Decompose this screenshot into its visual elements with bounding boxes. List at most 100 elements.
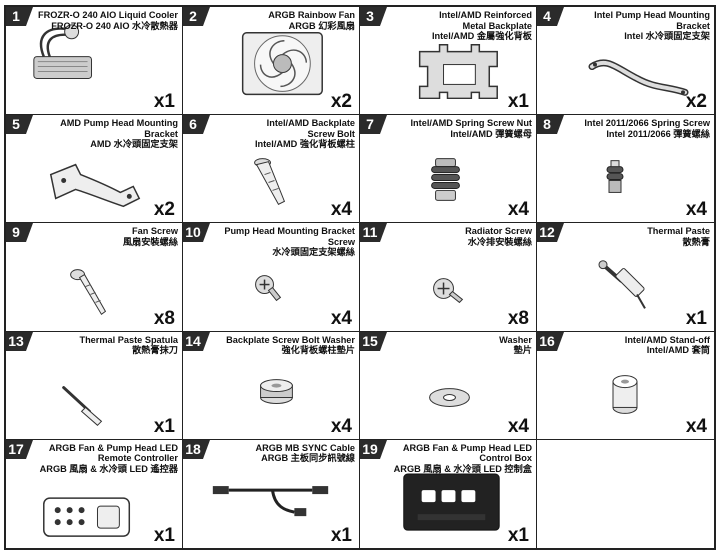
part-label-line: Fan Screw	[132, 226, 178, 237]
quantity-label: x2	[330, 91, 352, 113]
radiator-icon	[33, 24, 93, 79]
part-label-line: 散熱膏抹刀	[132, 345, 178, 356]
part-label-line: Thermal Paste	[647, 226, 710, 237]
quantity-label: x8	[153, 307, 175, 329]
part-label-line: Intel 水冷頭固定支架	[624, 31, 710, 41]
sync-cable-icon	[212, 485, 329, 516]
part-label-line: AMD 水冷頭固定支架	[90, 139, 178, 150]
quantity-label: x4	[685, 415, 707, 437]
part-label-line: Radiator Screw	[465, 226, 532, 237]
item-number-badge: 8	[537, 115, 564, 135]
amd-bracket-icon	[49, 163, 141, 208]
item-number-badge: 16	[537, 331, 564, 351]
standoff-icon	[612, 374, 638, 414]
fan-screw-icon	[70, 269, 107, 316]
item-number-badge: 4	[537, 7, 564, 26]
item-number-badge: 13	[6, 331, 33, 351]
part-label-line: ARGB 主板同步訊號線	[261, 453, 355, 464]
quantity-label: x1	[153, 524, 175, 546]
item-number-badge: 1	[6, 7, 33, 26]
item-number-badge: 6	[183, 115, 210, 135]
quantity-label: x1	[153, 91, 175, 113]
part-label-line: 水冷排安裝螺絲	[467, 236, 532, 247]
quantity-label: x1	[507, 91, 529, 113]
item-number-badge: 18	[183, 439, 210, 459]
part-label-line: 強化背板螺柱墊片	[281, 345, 356, 356]
item-number-badge: 14	[183, 331, 210, 351]
spring-screw-icon	[606, 160, 624, 194]
part-label-line: Intel/AMD 金屬強化背板	[431, 31, 532, 41]
part-label-line: Intel/AMD 強化背板螺柱	[254, 139, 355, 150]
item-number-badge: 10	[183, 223, 210, 243]
part-label-line: Bracket	[144, 128, 178, 139]
quantity-label: x1	[507, 524, 529, 546]
quantity-label: x4	[330, 199, 352, 221]
backplate-icon	[418, 43, 498, 100]
thermal-paste-icon	[598, 260, 646, 310]
part-label-line: ARGB Fan & Pump Head LED	[48, 442, 178, 453]
part-label-line: Intel/AMD Reinforced	[439, 10, 532, 20]
control-box-icon	[403, 473, 500, 531]
item-number-badge: 9	[6, 223, 33, 243]
item-number-badge: 2	[183, 7, 210, 26]
part-label-line: Washer	[499, 334, 532, 345]
part-label-line: 水冷頭固定支架螺絲	[272, 247, 355, 258]
part-label-line: Pump Head Mounting Bracket	[224, 226, 355, 237]
quantity-label: x4	[685, 199, 707, 221]
part-label-line: FROZR-O 240 AIO 水冷散熱器	[51, 20, 178, 31]
part-label-line: Thermal Paste Spatula	[79, 334, 178, 345]
part-label-line: AMD Pump Head Mounting	[60, 118, 178, 129]
part-label-line: Intel/AMD 套筒	[646, 345, 710, 356]
item-number-badge: 12	[537, 223, 564, 243]
part-label-line: Remote Controller	[97, 453, 178, 464]
quantity-label: x4	[507, 415, 529, 437]
intel-bracket-icon	[588, 59, 689, 96]
part-label-line: ARGB 風扇 & 水冷頭 LED 控制盒	[393, 463, 532, 474]
spatula-icon	[62, 385, 103, 426]
item-number-badge: 3	[360, 7, 387, 26]
bolt-washer-icon	[260, 378, 293, 404]
part-label-line: Intel Pump Head Mounting	[594, 10, 710, 20]
quantity-label: x2	[153, 199, 175, 221]
quantity-label: x1	[685, 307, 707, 329]
part-label-line: Intel/AMD Stand-off	[624, 334, 710, 345]
screw-bolt-icon	[254, 158, 286, 206]
quantity-label: x1	[153, 415, 175, 437]
part-label-line: Intel/AMD Backplate	[266, 118, 355, 129]
part-label-line: ARGB MB SYNC Cable	[255, 442, 355, 453]
part-label-line: Screw Bolt	[307, 128, 355, 139]
item-number-badge: 19	[360, 439, 387, 459]
